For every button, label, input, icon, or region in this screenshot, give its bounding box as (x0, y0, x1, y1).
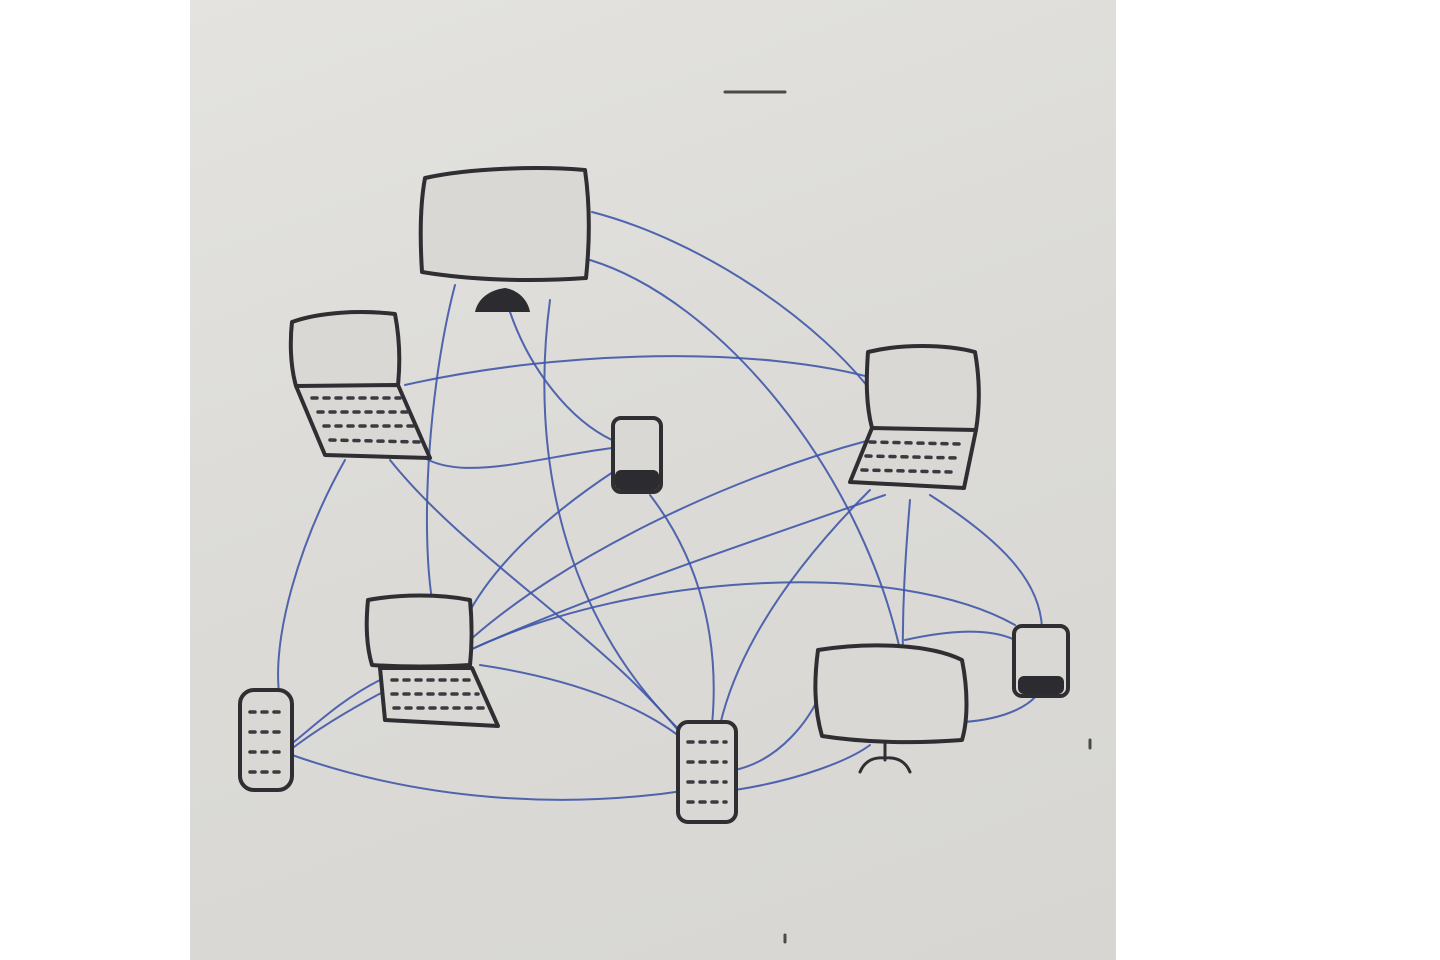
monitor-stand-icon (475, 288, 530, 312)
stray-marks (723, 90, 1092, 944)
laptop-keyboard-icon (294, 383, 432, 460)
link-phone-center-server-bottom (649, 494, 715, 726)
link-laptop-right-phone-right (929, 494, 1043, 629)
phone-right (1012, 624, 1070, 698)
link-laptop-right-server-bottom (719, 489, 871, 726)
desktop-bottom-right (813, 643, 969, 774)
laptop-screen-icon (864, 344, 981, 433)
link-laptop-right-server-left (289, 494, 886, 751)
laptop-bottom-left (364, 593, 500, 728)
server-slots-icon (248, 710, 284, 774)
laptop-right (848, 344, 981, 490)
link-laptop-bottom-left-phone-right (469, 581, 1016, 651)
monitor-icon (418, 166, 591, 282)
server-left (238, 688, 294, 792)
link-laptop-left-laptop-right (404, 355, 881, 386)
link-desktop-top-desktop-bottom-right (589, 259, 901, 651)
link-desktop-bottom-right-phone-right-top (904, 630, 1016, 641)
laptop-screen-icon (288, 310, 402, 390)
link-laptop-bottom-left-server-left (289, 679, 381, 746)
smartphone-bottom-icon (615, 470, 659, 490)
laptop-screen-icon (364, 593, 474, 669)
laptop-keyboard-icon (378, 666, 500, 728)
link-desktop-top-laptop-right (591, 211, 879, 401)
link-laptop-left-server-bottom (389, 459, 691, 746)
server-icon (676, 720, 738, 824)
link-server-bottom-laptop-right-low (734, 744, 871, 791)
phone-center (611, 416, 663, 494)
connections (277, 211, 1043, 801)
link-phone-center-laptop-left (404, 439, 613, 469)
laptop-keys-icon (390, 678, 488, 710)
smartphone-bottom-icon (1018, 676, 1064, 694)
link-server-bottom-desktop-bottom-right (734, 689, 823, 771)
link-laptop-right-desktop-bottom-right (901, 499, 911, 669)
link-phone-center-laptop-bottom-left (464, 469, 617, 621)
server-bottom (676, 720, 738, 824)
link-desktop-top-phone-center (509, 311, 613, 441)
desktop-top (418, 166, 591, 312)
link-laptop-bottom-left-server-bottom (479, 664, 691, 746)
laptop-left (288, 310, 432, 460)
link-server-left-server-bottom (291, 754, 691, 801)
laptop-keys-icon (860, 440, 962, 474)
monitor-icon (813, 643, 969, 745)
monitor-stand-icon (858, 740, 912, 774)
link-desktop-top-laptop-bottom-left (425, 284, 456, 601)
server-icon (238, 688, 294, 792)
link-laptop-right-laptop-bottom-left (469, 439, 871, 641)
link-laptop-left-server-left (277, 459, 346, 701)
